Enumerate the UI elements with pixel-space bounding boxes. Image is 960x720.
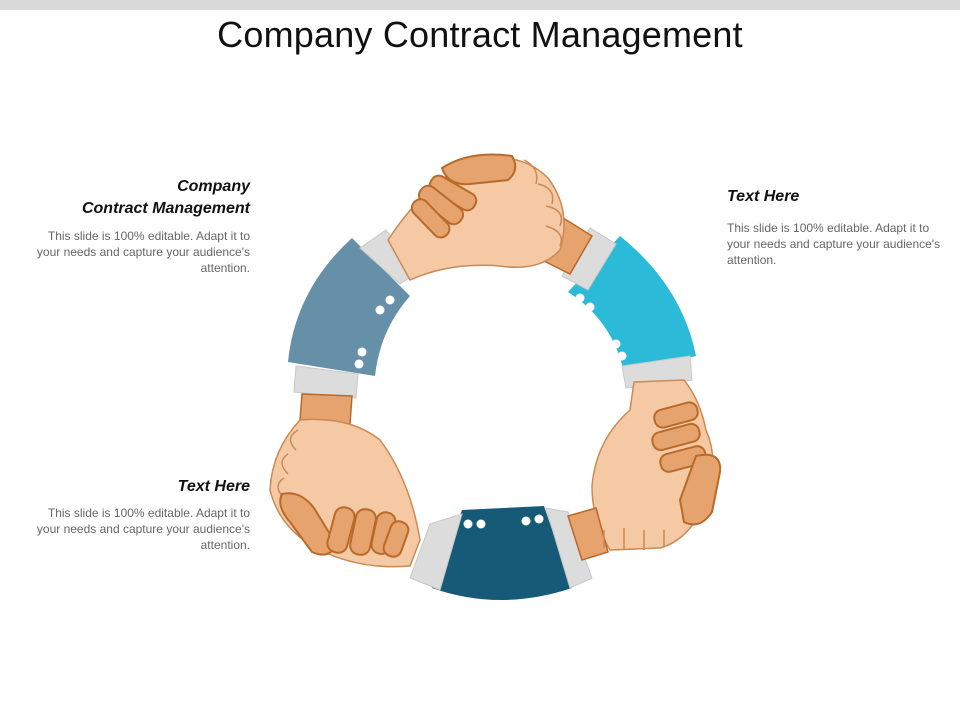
text-block-left-bottom: Text Here This slide is 100% editable. A… bbox=[28, 476, 250, 553]
block-heading: Text Here bbox=[177, 478, 250, 495]
page-title: Company Contract Management bbox=[217, 14, 743, 55]
sleeve-navy bbox=[409, 506, 593, 600]
text-block-right-top: Text Here This slide is 100% editable. A… bbox=[727, 186, 949, 268]
text-block-company-contract: Company Contract Management This slide i… bbox=[28, 176, 250, 276]
handshake-left bbox=[269, 393, 421, 568]
top-bar bbox=[0, 0, 960, 10]
handshake-right bbox=[567, 379, 722, 561]
block-heading: Text Here bbox=[727, 188, 800, 205]
block-body: This slide is 100% editable. Adapt it to… bbox=[36, 229, 250, 275]
block-body: This slide is 100% editable. Adapt it to… bbox=[727, 221, 941, 267]
handshake-top bbox=[387, 153, 594, 281]
block-heading: Company Contract Management bbox=[81, 178, 250, 217]
block-body: This slide is 100% editable. Adapt it to… bbox=[36, 506, 250, 552]
sleeve-grey-blue bbox=[288, 229, 419, 399]
